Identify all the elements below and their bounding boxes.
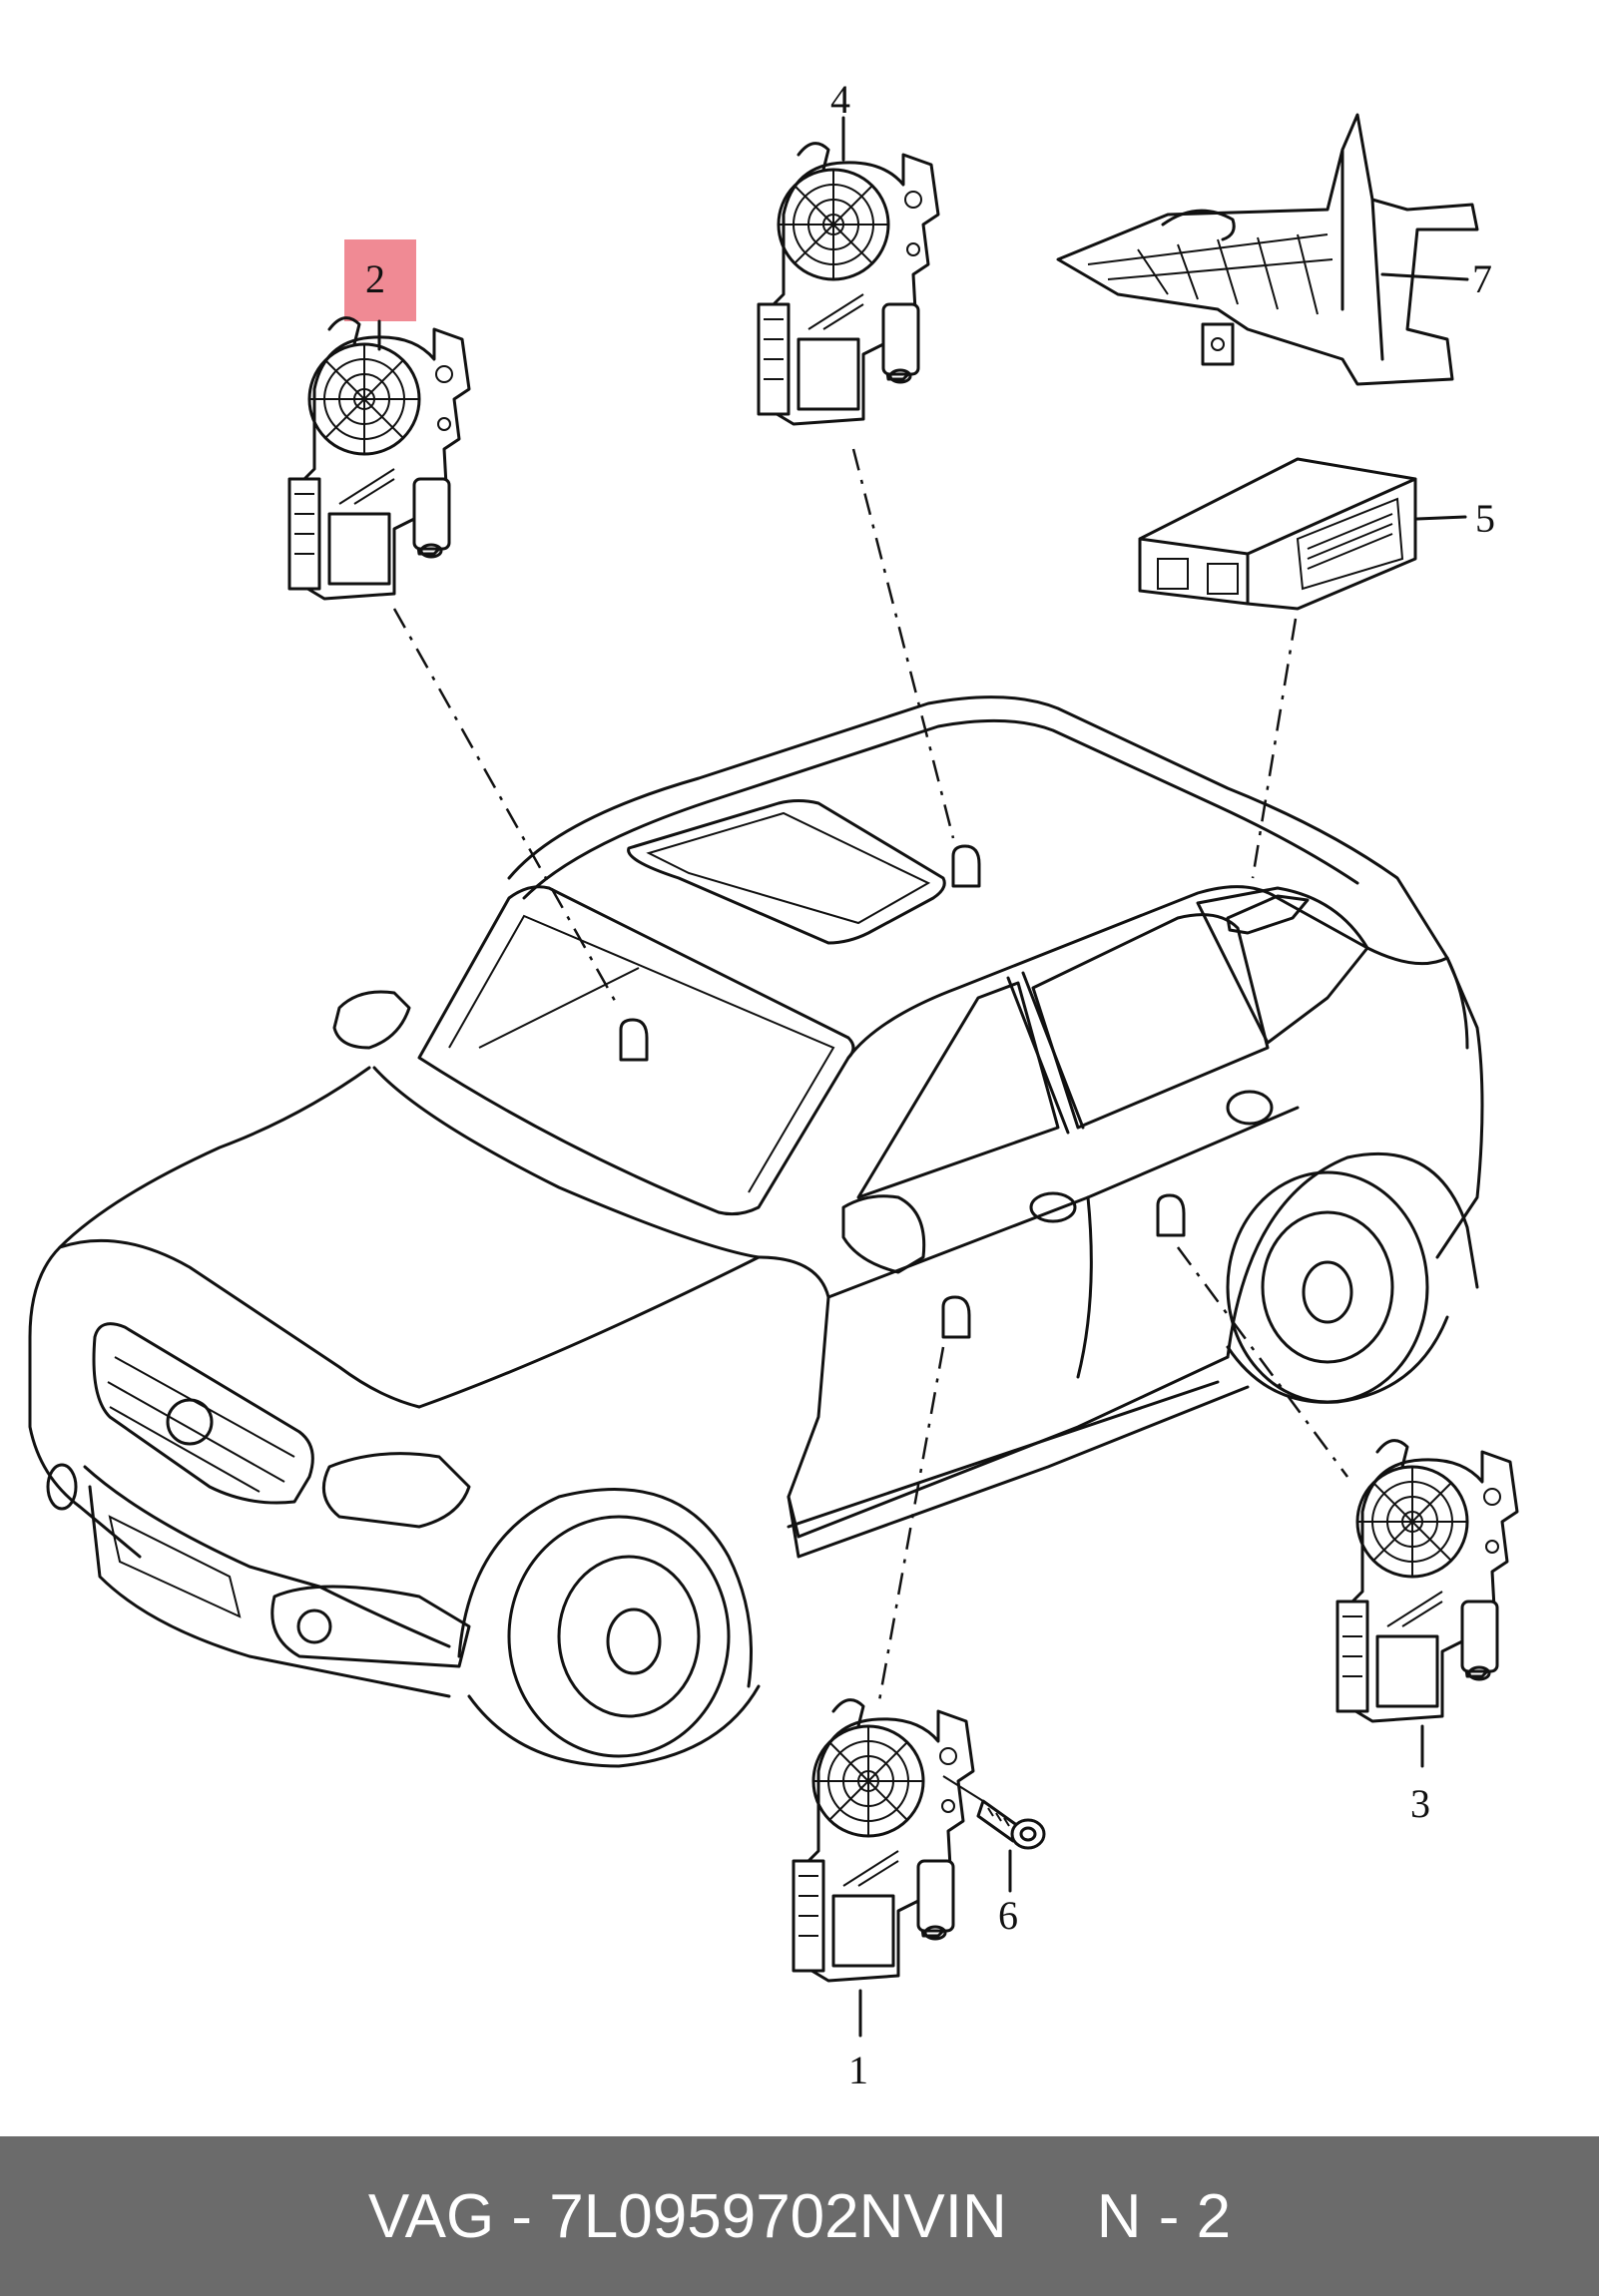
callout-label-1: 1 (848, 2048, 868, 2092)
control-unit-part (1138, 457, 1417, 611)
callout-label-5: 5 (1475, 496, 1495, 541)
callout-label-3: 3 (1410, 1781, 1430, 1826)
callout-label-2: 2 (365, 256, 385, 301)
reference-text: N - 2 (1096, 2181, 1232, 2251)
parts-diagram (28, 113, 1519, 2038)
screw-part (942, 1775, 1046, 1850)
footer-bar: VAG - 7L0959702NVIN N - 2 (0, 2136, 1599, 2296)
part-number-text: VAG - 7L0959702NVIN (367, 2181, 1007, 2251)
callout-label-4: 4 (830, 77, 850, 122)
callout-2-highlight (344, 239, 416, 321)
bracket-part (1056, 113, 1479, 386)
callout-label-7: 7 (1472, 256, 1492, 301)
vehicle-outline (28, 695, 1484, 1768)
callout-label-6: 6 (998, 1893, 1018, 1938)
